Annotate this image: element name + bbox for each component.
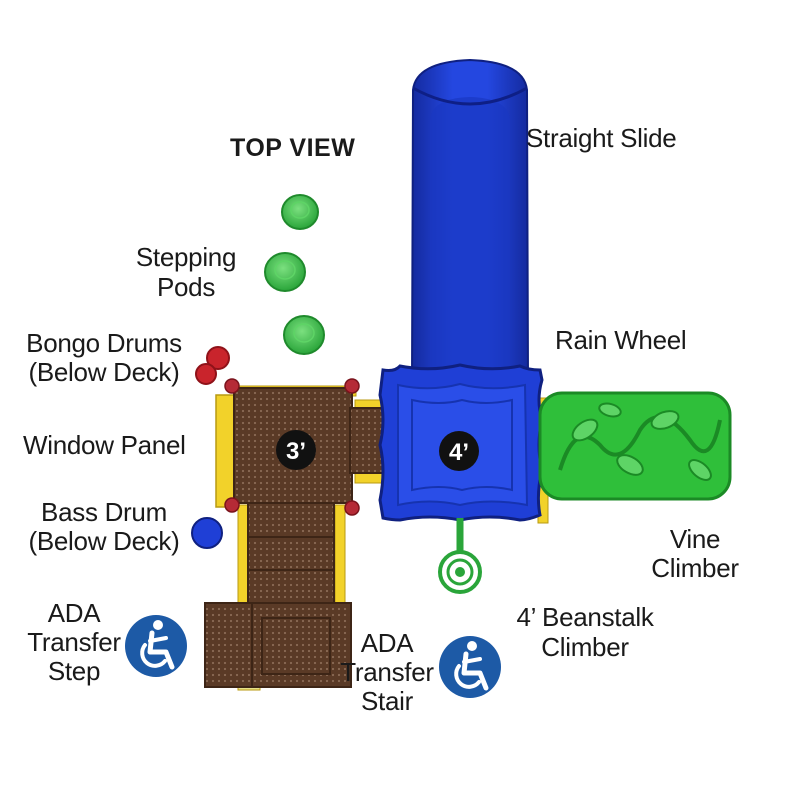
label-vine-climber-line2: Climber bbox=[651, 553, 739, 583]
stepping-pod bbox=[264, 252, 306, 292]
deck-height-3ft-label: 3’ bbox=[286, 438, 306, 465]
label-ada-transfer-step-line3: Step bbox=[47, 656, 101, 686]
label-ada-transfer-step-line1: ADA bbox=[47, 598, 101, 628]
label-ada-transfer-stair-line1: ADA bbox=[360, 628, 414, 658]
label-bongo-drums-line1: Bongo Drums bbox=[26, 328, 182, 358]
label-stepping-pods-line1: Stepping bbox=[135, 242, 237, 272]
stepping-pod bbox=[283, 315, 325, 355]
bridge-rail bbox=[354, 472, 384, 484]
label-ada-transfer-step-line2: Transfer bbox=[27, 627, 121, 657]
deck-height-4ft-label: 4’ bbox=[449, 439, 469, 466]
label-vine-climber-line1: Vine bbox=[669, 524, 721, 554]
transfer-step bbox=[204, 602, 352, 688]
label-window-panel: Window Panel bbox=[23, 430, 186, 460]
vine-climber bbox=[538, 391, 732, 501]
label-ada-transfer-stair-line2: Transfer bbox=[340, 657, 434, 687]
stair-rail bbox=[334, 504, 346, 606]
label-ada-transfer-stair-line3: Stair bbox=[361, 686, 413, 716]
label-beanstalk-climber-line2: Climber bbox=[541, 632, 629, 662]
stair-rail bbox=[237, 504, 249, 606]
stepping-pod bbox=[281, 194, 319, 230]
page-title: TOP VIEW bbox=[230, 134, 356, 162]
label-rain-wheel: Rain Wheel bbox=[555, 325, 687, 355]
wheelchair-icon bbox=[125, 615, 187, 677]
deck-height-marker-3ft: 3’ bbox=[276, 430, 316, 470]
transfer-stair bbox=[247, 502, 335, 604]
straight-slide bbox=[410, 58, 530, 381]
stepping-pods bbox=[264, 194, 325, 355]
label-stepping-pods-line2: Pods bbox=[156, 272, 216, 302]
bongo-drums bbox=[195, 346, 230, 385]
wheelchair-icon bbox=[439, 636, 501, 698]
label-straight-slide: Straight Slide bbox=[526, 123, 677, 153]
deck-clamps bbox=[224, 378, 360, 516]
bass-drum bbox=[191, 517, 223, 549]
label-bongo-drums-line2: (Below Deck) bbox=[28, 357, 180, 387]
label-bass-drum-line2: (Below Deck) bbox=[28, 526, 180, 556]
label-beanstalk-climber-line1: 4’ Beanstalk bbox=[516, 602, 654, 632]
label-bass-drum-line1: Bass Drum bbox=[41, 497, 167, 527]
deck-height-marker-4ft: 4’ bbox=[439, 431, 479, 471]
beanstalk-climber bbox=[438, 518, 482, 594]
